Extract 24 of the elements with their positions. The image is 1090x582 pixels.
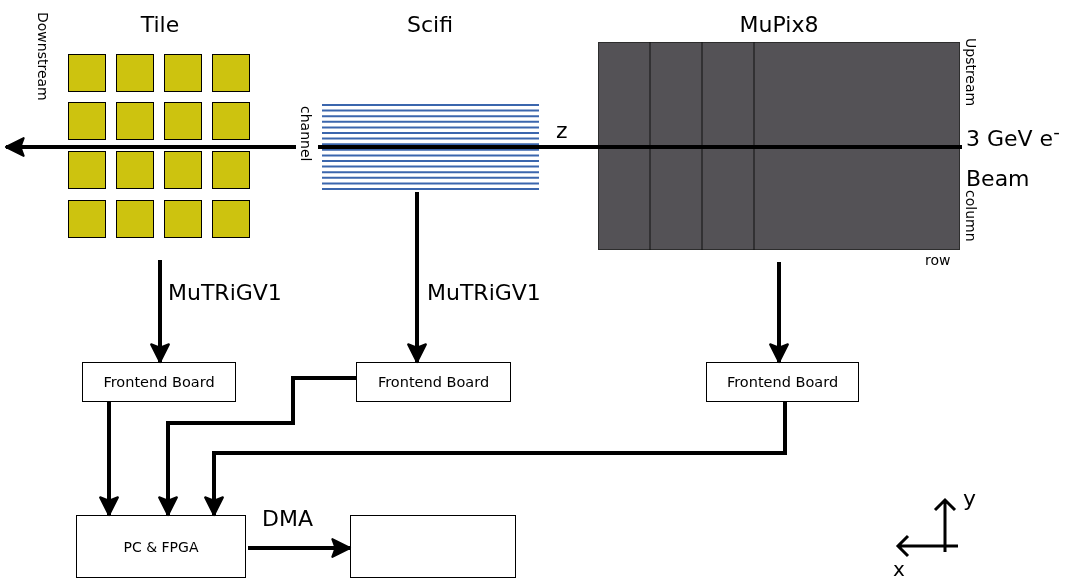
arrow <box>158 376 356 517</box>
axis-label: row <box>925 253 951 267</box>
computer-box <box>350 515 516 578</box>
frontend-board-box <box>82 362 236 402</box>
arrow <box>150 260 170 364</box>
box-label: Frontend Board <box>377 374 490 390</box>
axis-label: y <box>963 488 977 510</box>
frontend-board-box <box>356 362 511 402</box>
arrow <box>769 262 789 364</box>
arrow <box>99 402 119 517</box>
frontend-board-box <box>706 362 859 402</box>
detector-title: MuPix8 <box>738 12 820 37</box>
arrow <box>204 402 787 517</box>
direction-label: Downstream <box>36 12 50 101</box>
box-label: Frontend Board <box>103 374 215 390</box>
axis-label: x <box>893 559 905 579</box>
box-label: PC & FPGA <box>123 538 199 555</box>
detector-title: Scifi <box>406 12 454 37</box>
arrow <box>248 538 352 558</box>
computer-box <box>76 515 246 578</box>
arrow <box>407 192 427 364</box>
box-label: Frontend Board <box>726 374 839 390</box>
detector-title: Tile <box>139 12 181 37</box>
axis-label: z <box>556 120 568 142</box>
